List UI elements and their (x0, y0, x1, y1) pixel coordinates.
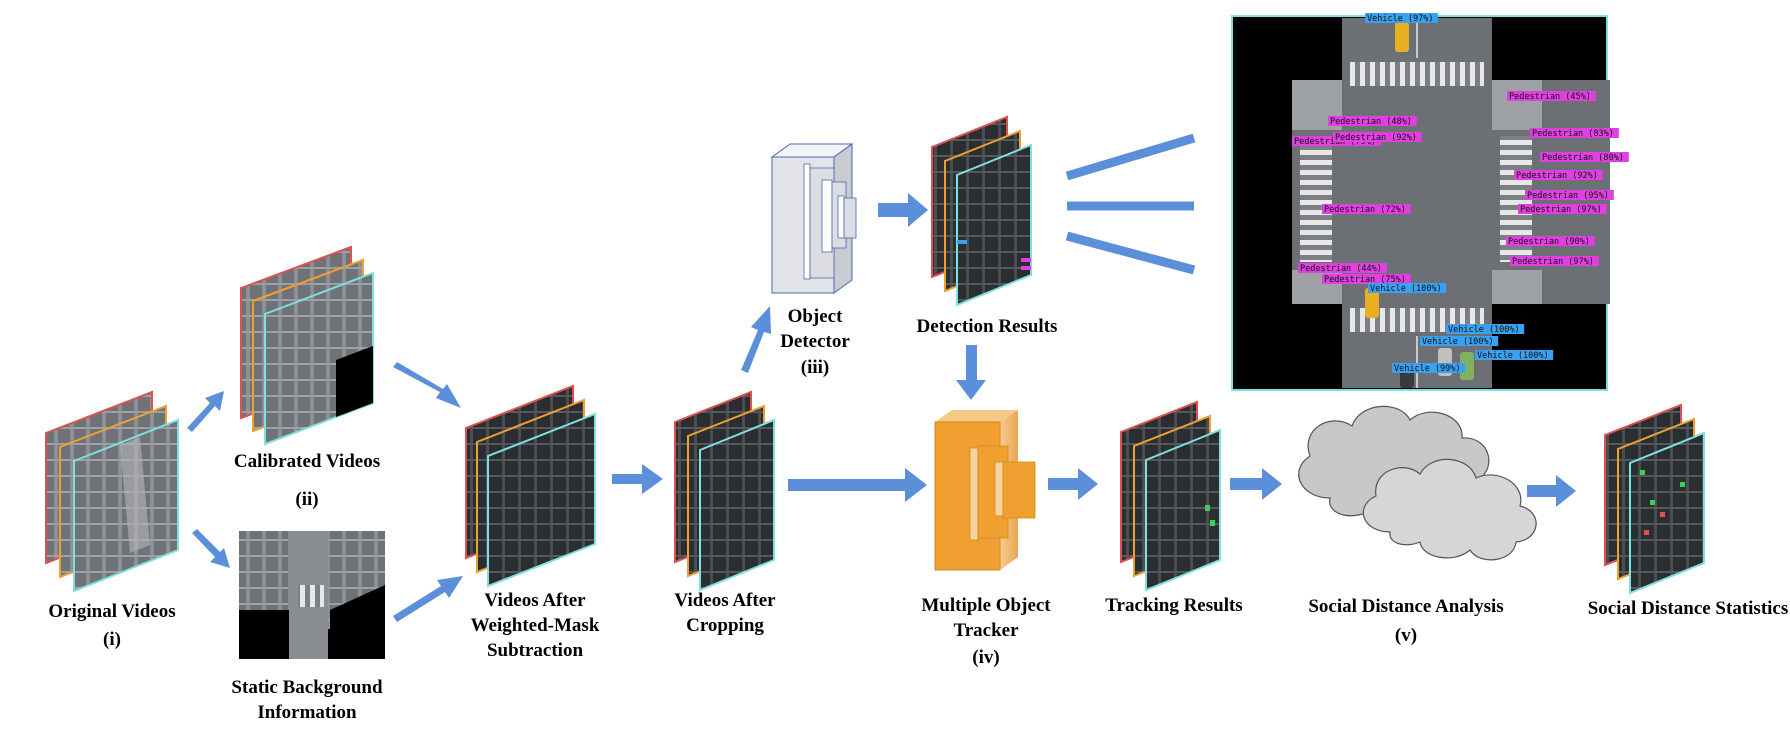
video-frame (956, 143, 1032, 307)
multiple-object-tracker-icon (934, 410, 1036, 571)
detection-label-box (1525, 190, 1614, 200)
arrow-weighted-to-cropping (612, 464, 663, 494)
detection-label-box (1475, 350, 1554, 360)
label-tracker-1: Multiple Object (921, 595, 1051, 616)
social-distance-statistics-stack (1604, 403, 1705, 595)
arrow-detection-to-tracker (956, 345, 986, 400)
arrow-analysis-to-statistics (1527, 475, 1576, 507)
detection-label-box (1540, 152, 1629, 162)
detection-label-box (1392, 363, 1465, 373)
label-original-videos-num: (i) (103, 629, 121, 650)
detection-label: Vehicle (100%) (1370, 284, 1442, 294)
detection-label: Vehicle (97%) (1367, 14, 1434, 24)
label-detector-2: Detector (780, 331, 850, 352)
detection-label: Pedestrian (92%) (1516, 171, 1598, 181)
detection-label-box (1368, 283, 1447, 293)
video-frame (699, 418, 775, 592)
label-tracking-results: Tracking Results (1105, 595, 1242, 616)
label-tracker-2: Tracker (953, 620, 1019, 641)
arrow-tracker-to-tracking (1048, 468, 1098, 500)
connector-line-bottom (1065, 231, 1196, 275)
arrow-original-to-calibrated (187, 391, 224, 432)
label-weighted-3: Subtraction (487, 640, 584, 661)
detection-results-stack (931, 115, 1032, 307)
detection-label: Pedestrian (97%) (1520, 205, 1602, 215)
detection-labels: Vehicle (97%) Pedestrian (45%) Pedestrian … (1292, 13, 1629, 374)
arrow-cropping-to-detector (741, 306, 771, 373)
label-detection-results: Detection Results (917, 316, 1058, 337)
detection-label: Pedestrian (75%) (1324, 275, 1406, 285)
detection-label-box (1333, 132, 1422, 142)
label-social-distance-statistics: Social Distance Statistics (1588, 598, 1789, 619)
label-weighted-2: Weighted-Mask (471, 615, 600, 636)
detection-label: Pedestrian (48%) (1330, 117, 1412, 127)
detection-label: Vehicle (100%) (1477, 351, 1549, 361)
detection-label-box (1328, 116, 1417, 126)
detection-label: Pedestrian (83%) (1532, 129, 1614, 139)
label-cropping-1: Videos After (674, 590, 776, 611)
static-background-image (239, 531, 385, 659)
detection-label: Pedestrian (95%) (1527, 191, 1609, 201)
detection-label: Vehicle (99%) (1394, 364, 1461, 374)
detection-label-box (1510, 256, 1599, 266)
label-detector-3: (iii) (801, 357, 830, 378)
detection-label-box (1322, 204, 1411, 214)
detection-label-box (1322, 274, 1411, 284)
detection-label: Pedestrian (45%) (1509, 92, 1591, 102)
detection-label-box (1518, 204, 1607, 214)
label-social-distance-analysis-num: (v) (1395, 625, 1417, 646)
detection-label-box (1446, 324, 1525, 334)
label-original-videos: Original Videos (48, 601, 175, 622)
arrow-cropping-to-tracker (788, 468, 927, 502)
video-frame (1145, 428, 1221, 592)
detection-label: Pedestrian (44%) (1300, 264, 1382, 274)
arrow-original-to-static (192, 529, 230, 568)
detection-label: Vehicle (100%) (1448, 325, 1520, 335)
detection-label: Pedestrian (72%) (1324, 205, 1406, 215)
connector-line-top (1065, 133, 1196, 181)
detection-label: Vehicle (100%) (1422, 337, 1494, 347)
detection-label-box (1514, 170, 1603, 180)
flow-arrows (187, 133, 1576, 622)
object-detector-icon (770, 143, 857, 294)
weighted-mask-stack (465, 384, 596, 588)
label-static-background: Static Background (231, 677, 383, 698)
label-static-background-2: Information (257, 702, 357, 723)
arrow-static-to-weighted (393, 576, 463, 622)
label-weighted-1: Videos After (484, 590, 586, 611)
detection-label-box (1365, 13, 1438, 23)
tracking-results-stack (1120, 400, 1221, 592)
label-cropping-2: Cropping (686, 615, 764, 636)
detection-image: Vehicle (97%) Pedestrian (45%) Pedestrian … (1231, 13, 1629, 391)
detection-label-box (1298, 263, 1387, 273)
original-videos-stack (45, 390, 179, 593)
cropping-stack (674, 390, 775, 592)
detection-label: Pedestrian (90%) (1508, 237, 1590, 247)
label-social-distance-analysis: Social Distance Analysis (1308, 596, 1503, 617)
detection-label-box (1420, 336, 1499, 346)
detection-label: Pedestrian (92%) (1335, 133, 1417, 143)
label-tracker-3: (iv) (972, 647, 999, 668)
labels: Original Videos (i) Calibrated Videos (i… (48, 306, 1788, 723)
detection-label: Pedestrian (97%) (1512, 257, 1594, 267)
video-frame (487, 412, 596, 588)
detection-label-box (1530, 128, 1619, 138)
detection-label-box (1507, 91, 1596, 101)
arrow-tracking-to-analysis (1230, 468, 1282, 500)
detection-label-box (1506, 236, 1595, 246)
detection-label: Pedestrian (80%) (1542, 153, 1624, 163)
calibrated-videos-stack (240, 245, 374, 446)
label-calibrated-videos: Calibrated Videos (234, 451, 380, 472)
video-frame (1629, 431, 1705, 595)
label-calibrated-videos-num: (ii) (295, 489, 318, 510)
arrow-calibrated-to-weighted (393, 362, 461, 408)
cloud-icon (1298, 405, 1537, 561)
label-detector-1: Object (788, 306, 844, 327)
arrow-detector-to-detection (878, 193, 928, 227)
